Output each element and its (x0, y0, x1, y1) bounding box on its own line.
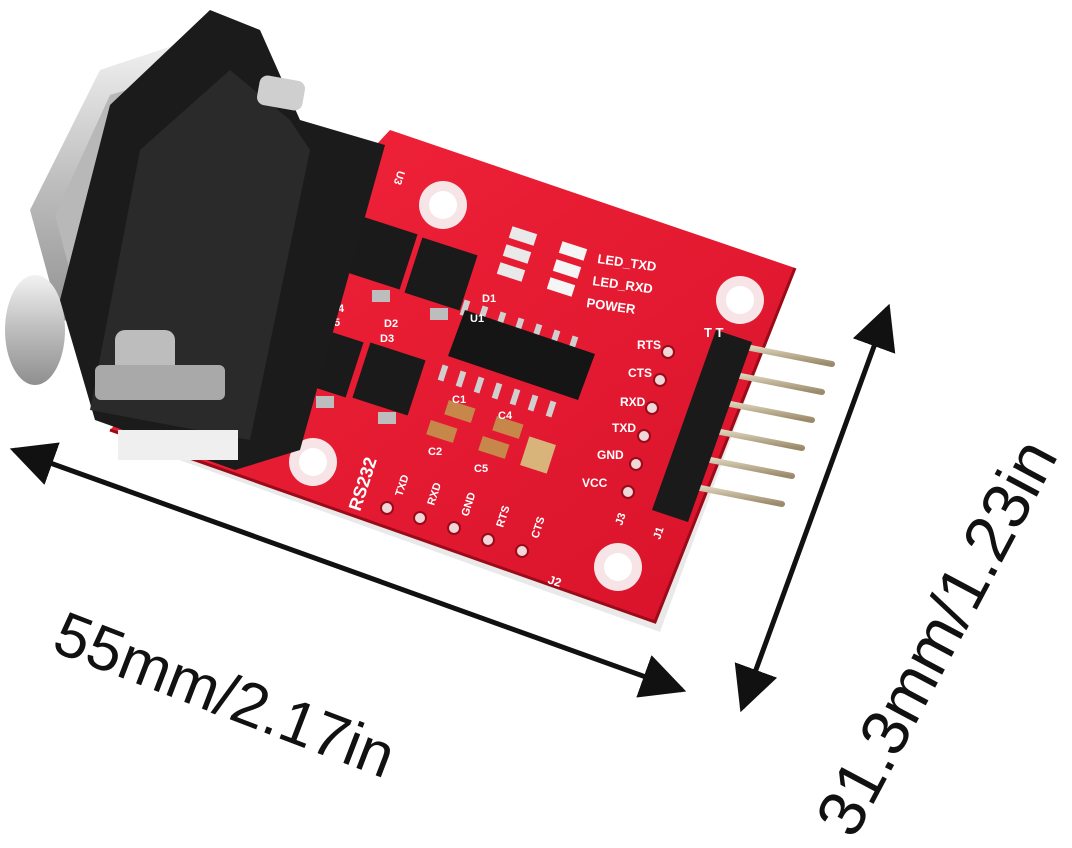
diode (352, 342, 426, 424)
label-gnd: GND (597, 448, 624, 462)
leds (496, 226, 588, 297)
label-c4: C4 (498, 410, 513, 422)
dimension-arrows (9, 303, 896, 713)
label-d1: D1 (482, 293, 496, 305)
label-u1: U1 (470, 313, 484, 325)
ic-u1 (437, 299, 595, 418)
label-u3: U3 (391, 169, 407, 186)
mounting-hole (419, 181, 467, 229)
label-c2: C2 (428, 446, 442, 458)
label-c5: C5 (474, 463, 488, 475)
db9-connector (5, 10, 385, 470)
label-c1: C1 (452, 394, 466, 406)
product-photo: U3 LED_TXD LED_RXD POWER D1 D2 D3 D4 D5 … (5, 10, 896, 713)
diode (344, 216, 418, 302)
screw-post (257, 75, 305, 111)
capacitor (426, 420, 458, 443)
label-rts: RTS (637, 338, 661, 352)
label-power: POWER (586, 295, 637, 317)
label-cts: CTS (628, 366, 652, 380)
diode (404, 237, 478, 320)
label-rxd: RXD (620, 395, 646, 409)
label-d3: D3 (380, 333, 394, 345)
label-ttl: T T (704, 325, 724, 340)
label-d2: D2 (384, 318, 398, 330)
screw-post (95, 330, 225, 400)
mounting-hole (594, 543, 642, 591)
mounting-hole (716, 276, 764, 324)
height-arrow (734, 303, 896, 713)
label-txd: TXD (612, 421, 636, 435)
capacitor (444, 400, 476, 423)
width-arrow (9, 442, 687, 698)
label-vcc: VCC (582, 476, 608, 490)
capacitor (492, 416, 524, 439)
